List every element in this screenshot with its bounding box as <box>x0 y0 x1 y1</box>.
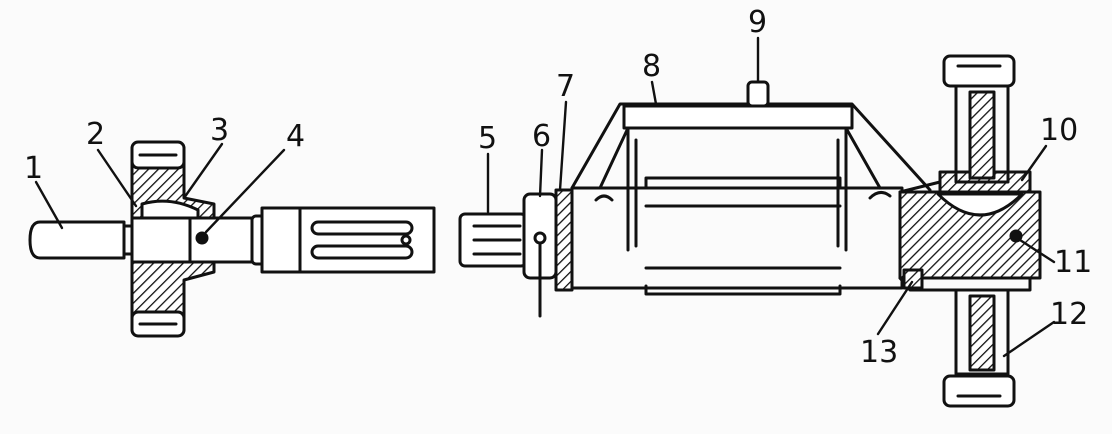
part-8-frame <box>570 102 932 252</box>
right-hub <box>898 180 1042 292</box>
callout-3: 3 <box>210 113 229 148</box>
part-6-collar <box>522 192 558 318</box>
callout-9: 9 <box>748 5 767 40</box>
splined-shaft <box>250 206 436 274</box>
callout-7: 7 <box>556 69 575 104</box>
callout-13: 13 <box>860 335 898 370</box>
callout-6: 6 <box>532 119 551 154</box>
callout-11: 11 <box>1054 245 1092 280</box>
part-5-splined-end <box>458 212 528 268</box>
callout-1: 1 <box>24 151 43 186</box>
part-9-top-pin <box>746 80 770 108</box>
callout-10: 10 <box>1040 113 1078 148</box>
part-13-ring <box>902 268 924 290</box>
part-11-cross-pin <box>1009 229 1023 243</box>
leader-lines <box>34 36 1056 358</box>
callout-labels: 1 2 3 4 5 6 7 8 9 10 11 12 13 <box>24 5 1092 370</box>
part-7-seal-ring <box>554 188 574 292</box>
part-12-pulley <box>942 54 1016 408</box>
callout-12: 12 <box>1050 297 1088 332</box>
callout-5: 5 <box>478 121 497 156</box>
part-1-pin <box>28 220 136 260</box>
housing-body <box>570 176 904 296</box>
callout-4: 4 <box>286 119 305 154</box>
part-4-cross-pin <box>195 231 209 245</box>
callout-2: 2 <box>86 117 105 152</box>
left-shaft <box>130 216 254 264</box>
callout-8: 8 <box>642 49 661 84</box>
